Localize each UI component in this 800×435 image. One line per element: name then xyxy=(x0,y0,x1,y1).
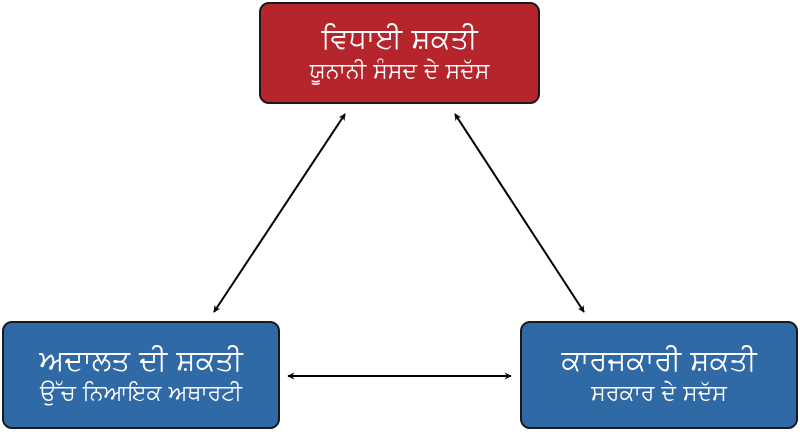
arrow-legislative-judicial xyxy=(213,113,346,313)
judicial-power-subtitle: ਉੱਚ ਨਿਆਇਕ ਅਥਾਰਟੀ xyxy=(39,381,243,406)
executive-power-subtitle: ਸਰਕਾਰ ਦੇ ਸਦੱਸ xyxy=(591,381,727,406)
legislative-power-box: ਵਿਧਾਈ ਸ਼ਕਤੀ ਯੂਨਾਨੀ ਸੰਸਦ ਦੇ ਸਦੱਸ xyxy=(259,2,540,104)
executive-power-box: ਕਾਰਜਕਾਰੀ ਸ਼ਕਤੀ ਸਰਕਾਰ ਦੇ ਸਦੱਸ xyxy=(520,321,798,429)
legislative-power-title: ਵਿਧਾਈ ਸ਼ਕਤੀ xyxy=(321,21,478,55)
executive-power-title: ਕਾਰਜਕਾਰੀ ਸ਼ਕਤੀ xyxy=(561,343,757,377)
judicial-power-box: ਅਦਾਲਤ ਦੀ ਸ਼ਕਤੀ ਉੱਚ ਨਿਆਇਕ ਅਥਾਰਟੀ xyxy=(2,321,280,429)
arrow-legislative-executive xyxy=(454,113,585,313)
legislative-power-subtitle: ਯੂਨਾਨੀ ਸੰਸਦ ਦੇ ਸਦੱਸ xyxy=(309,59,490,84)
judicial-power-title: ਅਦਾਲਤ ਦੀ ਸ਼ਕਤੀ xyxy=(39,343,243,377)
